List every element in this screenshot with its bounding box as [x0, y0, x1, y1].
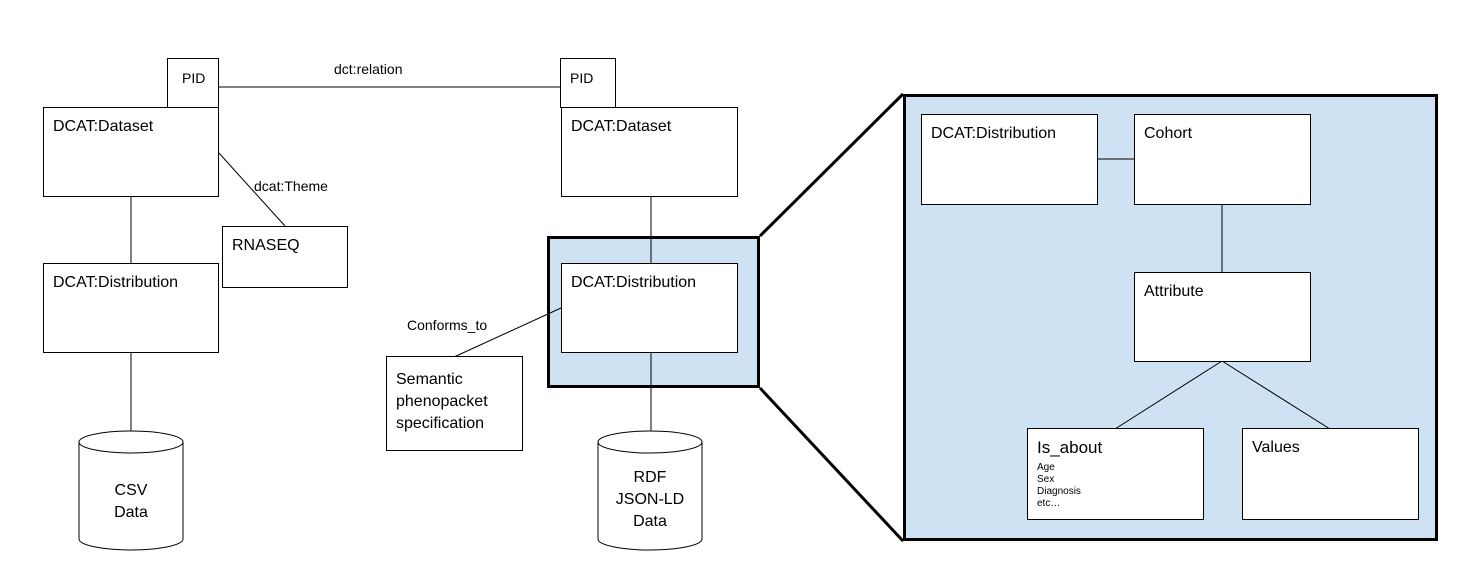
- left-pid-box: PID: [167, 58, 219, 108]
- spec-line-1: Semantic: [396, 371, 463, 388]
- values-label: Values: [1252, 439, 1300, 456]
- left-dataset-box: DCAT:Dataset: [43, 107, 219, 197]
- theme-line: [217, 151, 286, 227]
- is-about-item: Age: [1037, 462, 1055, 473]
- spec-line-3: specification: [396, 415, 485, 432]
- jsonld-label: JSON-LD: [615, 491, 685, 508]
- zoom-attribute-values-line: [1221, 360, 1331, 430]
- right-distribution-box: DCAT:Distribution: [561, 263, 738, 353]
- is-about-item: Diagnosis: [1037, 486, 1081, 497]
- zoom-attribute-isabout-line: [1114, 360, 1223, 430]
- values-box: Values: [1242, 428, 1419, 520]
- cohort-label: Cohort: [1144, 125, 1193, 142]
- spec-text: Semantic phenopacket specification: [396, 369, 488, 435]
- is-about-item: etc…: [1037, 498, 1061, 509]
- left-pid-label: PID: [182, 70, 206, 86]
- is-about-label: Is_about: [1037, 438, 1103, 457]
- csv-data-cylinder: [78, 430, 184, 551]
- csv-data-label: Data: [114, 504, 148, 521]
- left-distribution-box: DCAT:Distribution: [43, 263, 219, 353]
- left-dataset-label: DCAT:Dataset: [53, 118, 154, 135]
- zoom-distribution-label: DCAT:Distribution: [931, 125, 1057, 142]
- csv-data-text: CSV Data: [79, 480, 183, 530]
- left-distribution-label: DCAT:Distribution: [53, 274, 179, 291]
- rnaseq-label: RNASEQ: [232, 237, 300, 254]
- attribute-label: Attribute: [1144, 283, 1204, 300]
- rdf-data-text: RDF JSON-LD Data: [598, 467, 702, 537]
- zoom-distribution-box: DCAT:Distribution: [921, 114, 1098, 205]
- rdf-data-cylinder: [597, 430, 703, 551]
- zoom-line-bottom: [758, 386, 905, 543]
- rdf-data-label: Data: [633, 513, 667, 530]
- zoom-line-top: [758, 92, 905, 238]
- is-about-list: Age Sex Diagnosis etc…: [1037, 462, 1081, 510]
- right-dataset-box: DCAT:Dataset: [561, 107, 738, 197]
- rdf-label: RDF: [633, 469, 667, 486]
- rnaseq-box: RNASEQ: [222, 226, 348, 288]
- attribute-box: Attribute: [1134, 272, 1311, 362]
- spec-line-2: phenopacket: [396, 393, 488, 410]
- right-pid-box: PID: [560, 58, 616, 108]
- right-pid-label: PID: [570, 70, 594, 86]
- is-about-item: Sex: [1037, 474, 1055, 485]
- cohort-box: Cohort: [1134, 114, 1311, 205]
- is-about-box: Is_about Age Sex Diagnosis etc…: [1027, 428, 1204, 520]
- right-distribution-label: DCAT:Distribution: [571, 274, 697, 291]
- relation-label: dct:relation: [334, 61, 403, 77]
- spec-box: Semantic phenopacket specification: [386, 356, 523, 451]
- right-dataset-label: DCAT:Dataset: [571, 118, 672, 135]
- conforms-label: Conforms_to: [407, 317, 488, 333]
- conforms-line: [453, 307, 562, 358]
- theme-label: dcat:Theme: [254, 178, 328, 194]
- csv-label: CSV: [114, 482, 148, 499]
